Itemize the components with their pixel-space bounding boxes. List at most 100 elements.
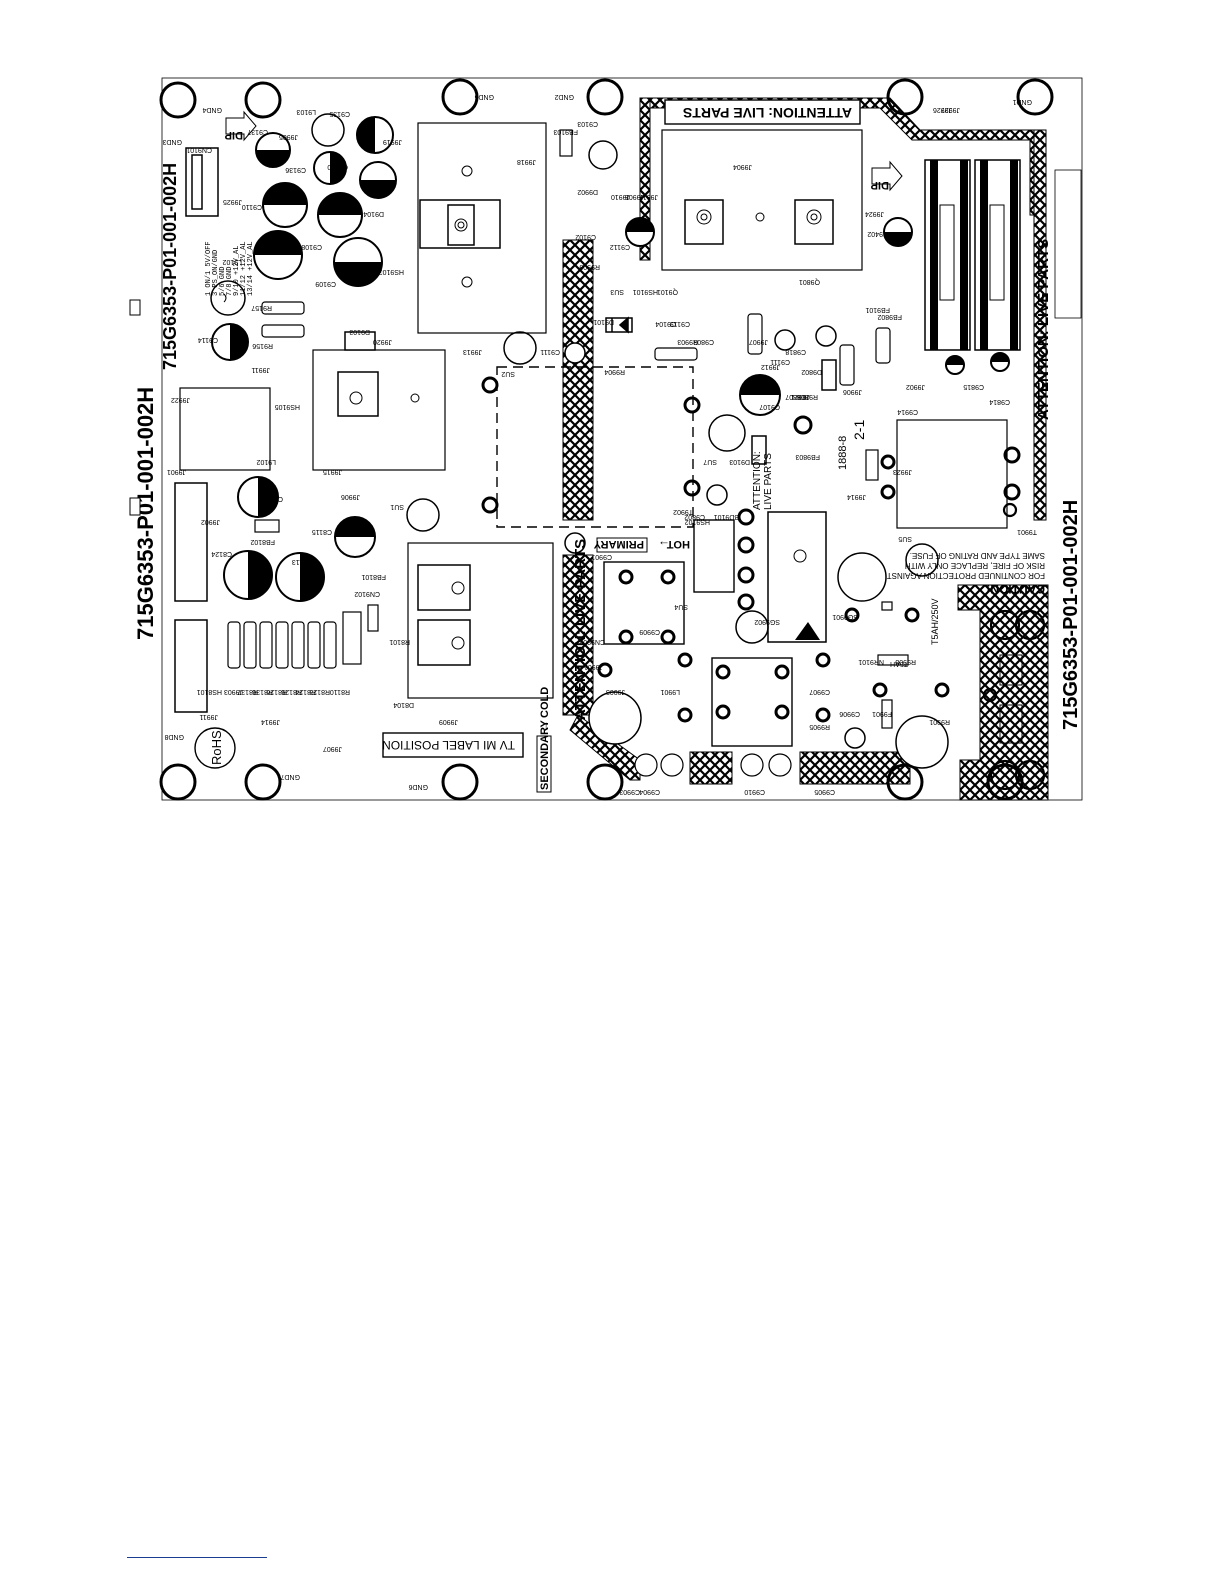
voltage-table-line: 11/12 +12V_AL [240,241,248,296]
designator-label: D9101 [593,318,614,325]
warning-triangle-icon [795,622,820,640]
designator-label: GND3 [162,138,182,145]
designator-label: L9102 [222,258,242,265]
resistor-icon [227,129,909,729]
designator-label: J9927 [941,106,960,113]
designator-label: CN9902 [579,638,605,645]
diode-icon [344,316,837,465]
capacitor-icon [210,113,1010,777]
designator-label: J9908 [625,193,644,200]
designator-label: C9815 [963,383,984,390]
designator-label: C9102 [575,233,596,240]
designator-label: J9906 [341,493,360,500]
designator-label: J9904 [733,163,752,170]
hot-label: HOT [667,538,691,550]
designator-label: CN9101 [186,146,212,153]
caution-line-1: FOR CONTINUED PROTECTION AGAINST [887,571,1045,580]
designator-label: R8124 [295,688,316,695]
designator-label: C9104 [655,320,676,327]
designator-label: CN9102 [354,590,380,597]
designator-label: R8101 [389,638,410,645]
caution-line-3: SAME TYPE AND RATING OF FUSE. [910,551,1045,560]
designator-label: C8113 [292,558,312,565]
designator-label: J9925 [223,198,242,205]
designator-label: J9920 [373,338,392,345]
primary-label: PRIMARY [593,538,644,550]
designator-label: SU2 [501,370,515,377]
designator-label: C9108 [301,243,322,250]
designator-label: J9907 [749,338,768,345]
designator-label: C9109 [315,280,336,287]
dip-arrow: DIP DIP [129,110,903,516]
designator-label: R9901 [929,718,950,725]
designator-label: J9901 [584,663,603,670]
designator-label: C9402 [867,230,888,237]
designator-label: T9901 [1017,528,1037,535]
footer-rule [127,1557,267,1558]
voltage-table-line: 9/10 +12V_AL [233,246,241,296]
attention-right: ATTENTION: LIVE PARTS [1035,239,1052,420]
designator-label: SU5 [898,535,912,542]
designator-label: L9901 [660,688,680,695]
attention-short-1: ATTENTION: [752,451,763,510]
connector [174,147,219,713]
designator-label: GND2 [554,93,574,100]
designator-label: C9803 [693,338,714,345]
designator-label: R9808 [797,393,818,400]
designator-label: C9111 [540,348,560,355]
designator-label: J9914 [847,493,866,500]
voltage-table-line: 1 ON/1 5V/OFF [205,241,213,296]
designator-label: R9908 [895,658,916,665]
designator-label: C9904 [639,788,660,795]
voltage-table-line: 13/14 +12V_AL [247,241,255,296]
designator-label: J9911 [199,713,218,720]
svg-text:DIP: DIP [225,129,243,141]
designator-label: C8112 [263,495,283,502]
designator-label: J9902 [201,518,220,525]
designator-label: D9902 [577,188,598,195]
designator-label: J9911 [251,366,270,373]
designator-label: C9903 [619,788,640,795]
ratio-label: 2-1 [851,420,867,440]
designator-label: C9135 [329,110,350,117]
designator-label: D9104 [363,210,384,217]
designator-label: J9914 [261,718,280,725]
designator-label: R9157 [251,304,272,311]
designator-label: F9901 [872,710,892,717]
designator-label: R8110 [330,688,350,695]
designator-label: J9906 [843,388,862,395]
designator-label: FB8101 [361,573,386,580]
designator-label: C9107 [759,403,780,410]
designator-label: SG9901 [832,613,858,620]
designator-label: T9902 [673,508,693,515]
designator-label: D9103 [349,328,370,335]
designator-label: L9103 [296,108,316,115]
voltage-table-line: 5/6 GND [219,267,227,296]
designator-label: L9102 [256,458,276,465]
designator-label: C9910 [744,788,765,795]
designator-label: C9901 [591,553,612,560]
pad [982,502,1046,791]
transformer-icon [481,366,1021,747]
designator-label: FB9803 [795,453,820,460]
designator-label: J9912 [761,363,780,370]
designator-label: R8126 [266,688,287,695]
designator-label: HS9105 [275,403,300,410]
part-number-top: 715G6353-P01-001-002H [160,163,180,370]
designator-label: R9905 [809,723,830,730]
designator-label: J9909 [439,718,458,725]
designator-label: C9119 [670,320,690,327]
designator-label: R9904 [604,368,625,375]
attention-center: ATTENTION: LIVE PARTS [572,539,589,720]
svg-text:DIP: DIP [871,179,889,191]
designator-label: SG9902 [754,618,780,625]
designator-label: BD9101 [714,513,739,520]
designator-label: D8104 [393,701,414,708]
voltage-table-line: 3 PS_ON/GND [212,250,220,296]
designator-label: C9103 [577,120,598,127]
designator-label: J9913 [463,348,482,355]
designator-label: Q9101 [657,288,678,295]
designator-label: D9802 [801,368,822,375]
designator-label: C8115 [312,528,332,535]
